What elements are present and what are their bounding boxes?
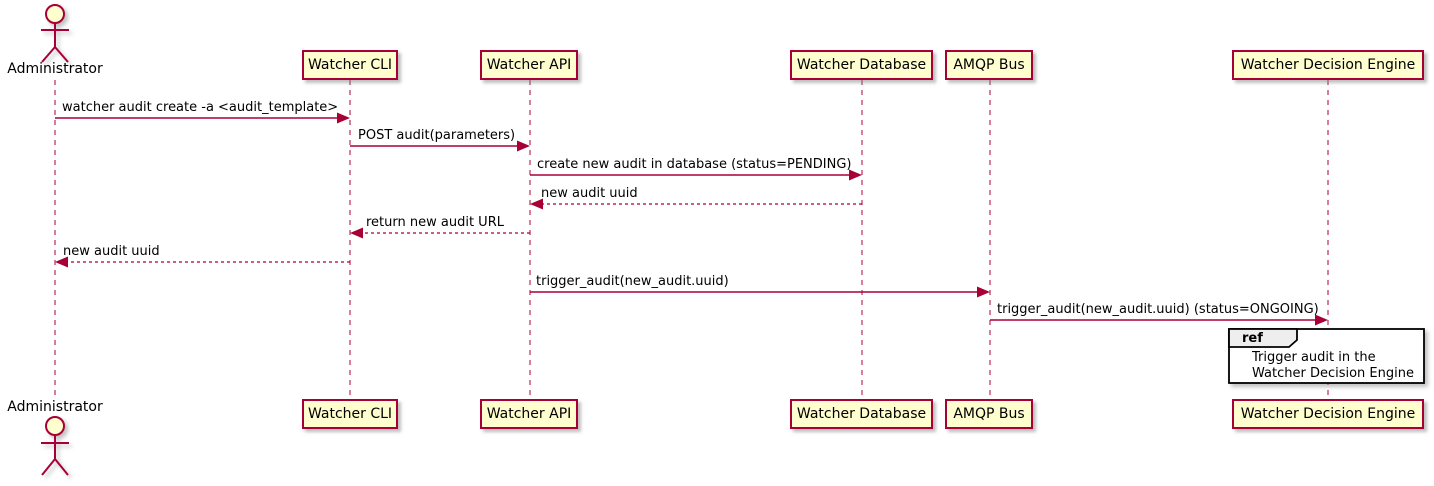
message-label-7: trigger_audit(new_audit.uuid)	[536, 274, 729, 289]
message-arrow-5	[350, 227, 530, 239]
participant-watcher-decision-engine-top: Watcher Decision Engine	[1232, 50, 1424, 80]
arrowhead-right	[1315, 314, 1328, 326]
message-label-8: trigger_audit(new_audit.uuid) (status=ON…	[997, 302, 1319, 317]
message-arrow-2	[350, 140, 530, 152]
arrowhead-left	[55, 256, 68, 268]
participant-watcher-database-top: Watcher Database	[790, 50, 933, 80]
participant-watcher-cli-top: Watcher CLI	[302, 50, 398, 80]
arrowhead-left	[530, 198, 543, 210]
actor-figure-bottom	[41, 416, 69, 476]
arrowhead-right	[517, 140, 530, 152]
message-label-2: POST audit(parameters)	[358, 128, 516, 143]
message-label-1: watcher audit create -a <audit_template>	[62, 100, 339, 115]
ref-keyword: ref	[1242, 331, 1263, 346]
ref-body-line-2: Watcher Decision Engine	[1252, 366, 1414, 381]
actor-head	[45, 4, 65, 24]
arrowhead-right	[977, 286, 990, 298]
message-arrow-1	[55, 112, 350, 124]
actor-figure-top	[41, 4, 69, 63]
ref-header-pentagon	[1228, 328, 1298, 348]
message-arrows	[55, 112, 1328, 326]
ref-body-line-1: Trigger audit in the	[1252, 350, 1376, 365]
participant-watcher-api-bottom: Watcher API	[480, 399, 578, 429]
arrowhead-right	[337, 112, 350, 124]
arrowhead-left	[350, 227, 363, 239]
message-label-6: new audit uuid	[63, 244, 160, 259]
message-label-3: create new audit in database (status=PEN…	[537, 157, 852, 172]
message-arrow-8	[990, 314, 1328, 326]
lifelines	[54, 80, 1329, 399]
actor-head	[45, 416, 65, 436]
participant-amqp-bus-top: AMQP Bus	[945, 50, 1033, 80]
participant-watcher-api-top: Watcher API	[480, 50, 578, 80]
actor-label-bottom: Administrator	[7, 399, 103, 415]
actor-label-top: Administrator	[7, 61, 103, 77]
ref-frame	[1228, 328, 1425, 384]
message-label-4: new audit uuid	[541, 186, 638, 201]
message-arrow-3	[530, 169, 862, 181]
participant-watcher-database-bottom: Watcher Database	[790, 399, 933, 429]
participant-watcher-cli-bottom: Watcher CLI	[302, 399, 398, 429]
participant-watcher-decision-engine-bottom: Watcher Decision Engine	[1232, 399, 1424, 429]
message-arrow-6	[55, 256, 350, 268]
participant-amqp-bus-bottom: AMQP Bus	[945, 399, 1033, 429]
arrowhead-right	[849, 169, 862, 181]
message-arrow-4	[530, 198, 862, 210]
message-arrow-7	[530, 286, 990, 298]
message-label-5: return new audit URL	[366, 215, 504, 230]
